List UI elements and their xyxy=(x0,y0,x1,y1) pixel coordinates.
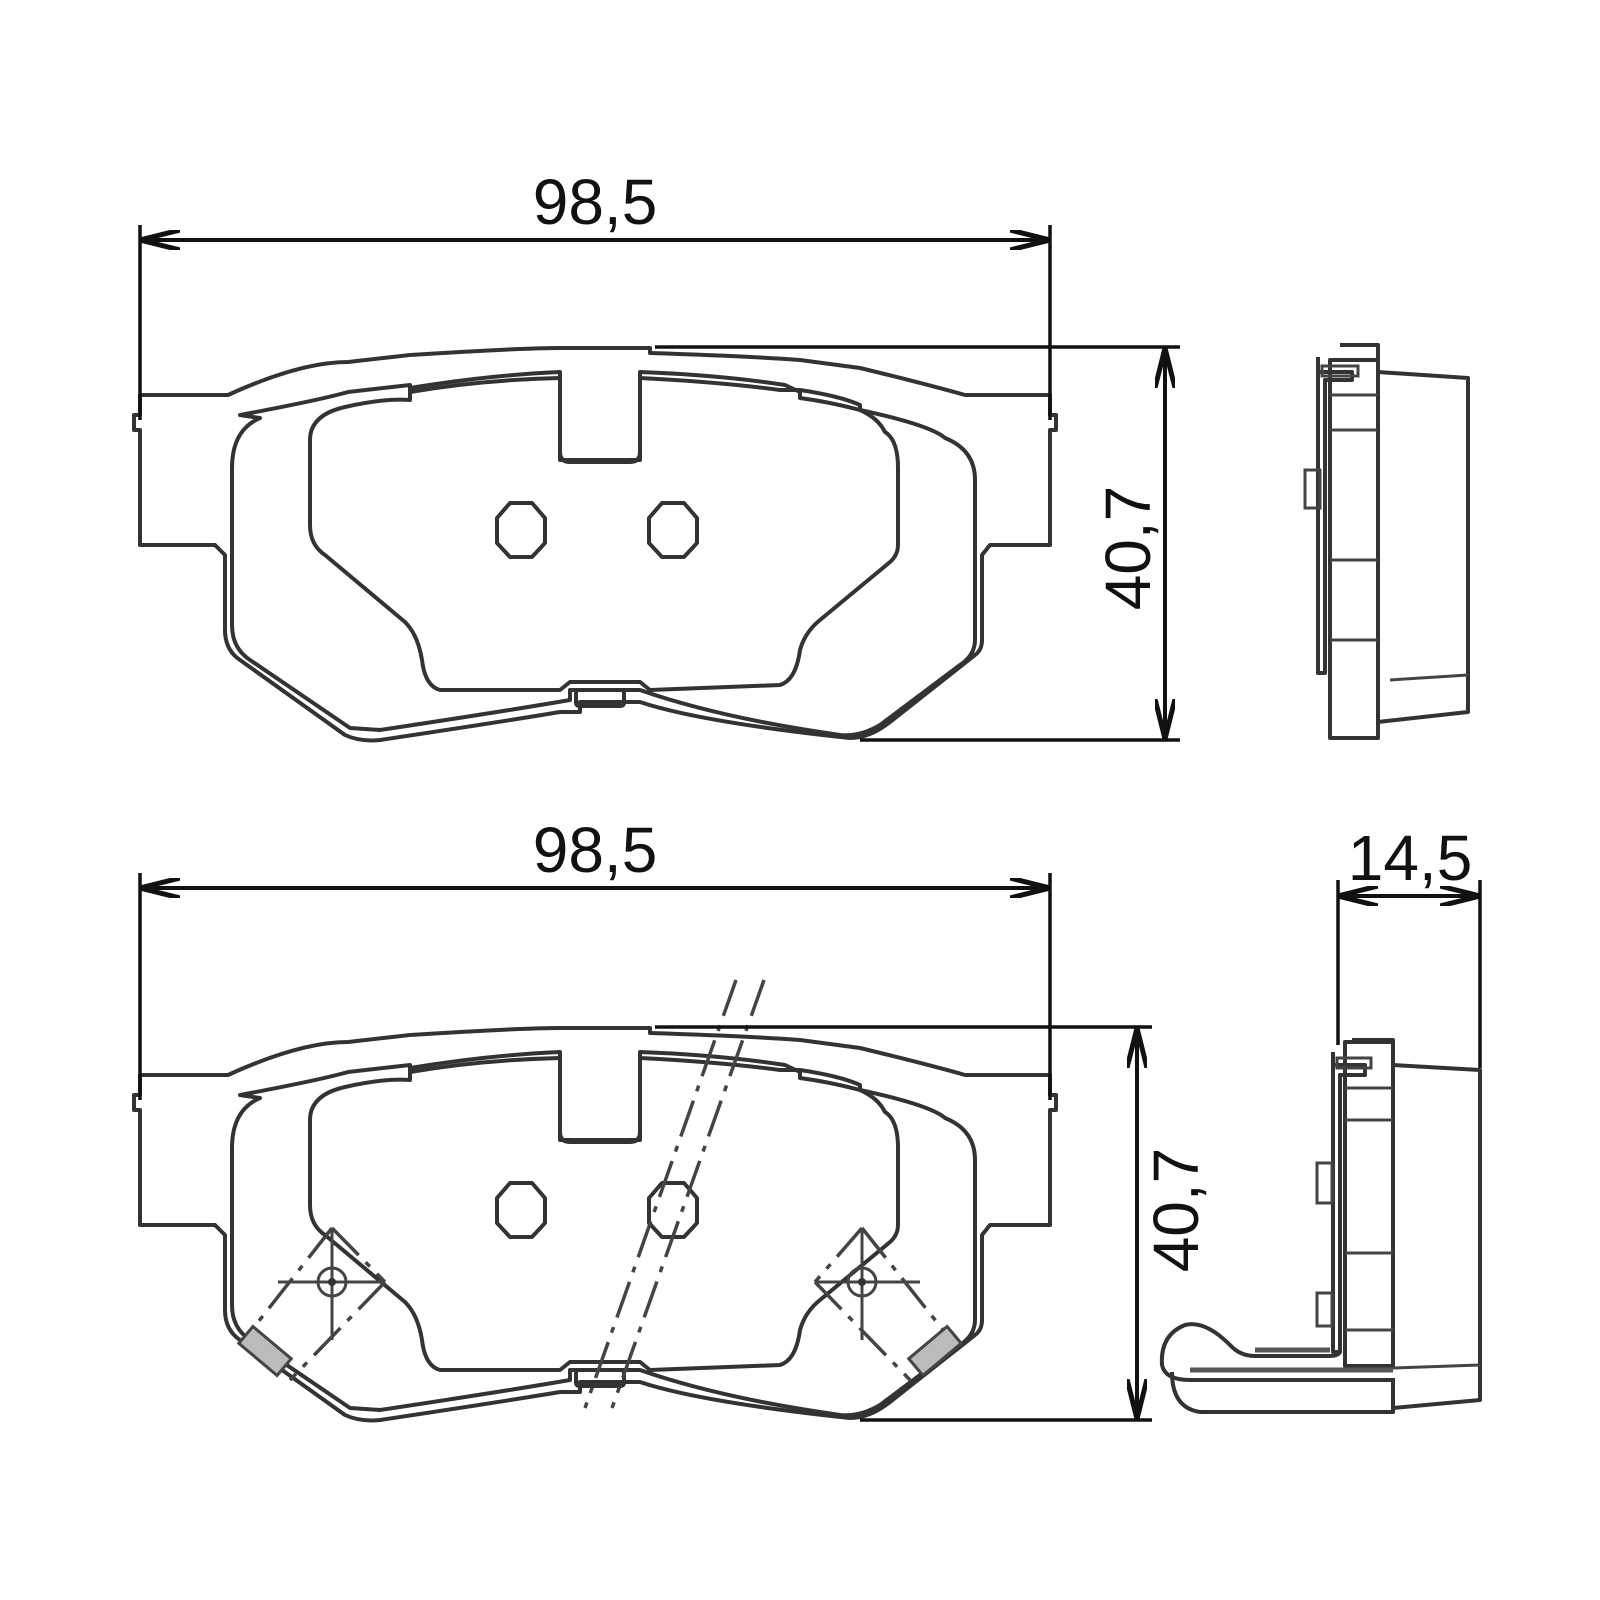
bottom-width-label: 98,5 xyxy=(533,814,658,886)
top-height-dimension: 40,7 xyxy=(655,345,1180,742)
section-break-lines xyxy=(583,979,766,1409)
top-width-dimension: 98,5 xyxy=(138,166,1052,420)
top-pad-front-view xyxy=(132,346,1058,743)
top-width-label: 98,5 xyxy=(533,166,658,238)
bottom-pad-front-view xyxy=(132,979,1058,1423)
bottom-width-dimension: 98,5 xyxy=(138,814,1052,1100)
right-rivet-crosshair xyxy=(813,1226,964,1382)
thickness-dimension: 14,5 xyxy=(1336,822,1482,1068)
left-rivet-crosshair xyxy=(236,1226,387,1382)
bottom-pad-side-view xyxy=(1159,1038,1482,1414)
bottom-height-label: 40,7 xyxy=(1140,1148,1212,1273)
thickness-label: 14,5 xyxy=(1348,822,1473,894)
top-height-label: 40,7 xyxy=(1092,486,1164,611)
top-pad-side-view xyxy=(1303,343,1470,740)
bottom-height-dimension: 40,7 xyxy=(655,1025,1212,1422)
